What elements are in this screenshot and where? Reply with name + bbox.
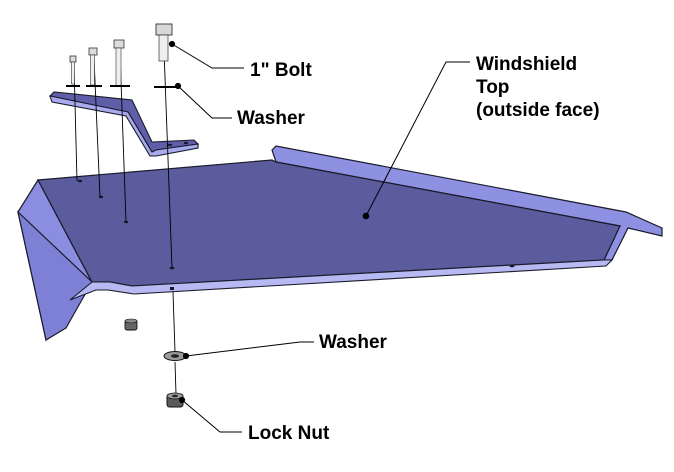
lower-hardware	[124, 318, 187, 408]
label-windshield-line1: Windshield	[476, 54, 578, 75]
bracket-front-edge	[49, 95, 199, 157]
bracket-hole	[183, 141, 189, 145]
leader-lock-nut	[181, 399, 242, 433]
bottom-lock-nut	[166, 392, 184, 408]
plate-left-flange-lower	[16, 210, 93, 341]
leader-washer-top	[177, 85, 232, 119]
leader-dot	[168, 40, 176, 48]
label-washer-top: Washer	[237, 108, 305, 129]
axis-line	[93, 57, 101, 198]
leader-washer-bottom	[185, 341, 314, 357]
bottom-washer	[163, 351, 187, 361]
bolt	[69, 55, 77, 85]
bracket-hole	[167, 143, 173, 147]
leader-windshield	[365, 61, 470, 217]
leader-dot	[178, 396, 186, 404]
plate-hole-front	[170, 287, 174, 290]
upper-bracket	[48, 91, 200, 157]
leader-dot	[174, 82, 182, 90]
label-lock-nut: Lock Nut	[248, 423, 330, 444]
plate-front-edge	[69, 259, 614, 301]
left-lock-nut	[124, 318, 138, 331]
plate-hole	[77, 179, 83, 183]
large-bolt	[155, 23, 173, 62]
plate-hole	[98, 195, 104, 199]
leader-lines	[168, 40, 470, 433]
label-windshield-top: Windshield Top (outside face)	[476, 53, 600, 122]
label-windshield-line2: Top	[476, 77, 510, 98]
label-washer-bottom: Washer	[319, 332, 387, 353]
label-windshield-line3: (outside face)	[476, 100, 600, 121]
leader-dot	[182, 352, 190, 360]
bolt	[113, 39, 125, 87]
label-bolt: 1" Bolt	[250, 60, 312, 81]
axis-line	[174, 361, 177, 395]
leader-bolt	[171, 43, 244, 69]
windshield-plate	[16, 145, 663, 342]
leader-dot	[362, 212, 370, 220]
axis-line	[172, 291, 176, 353]
plate-hole	[509, 264, 515, 268]
bolt	[88, 47, 98, 86]
washer-set-top	[66, 85, 176, 88]
bolt-set	[69, 23, 173, 87]
